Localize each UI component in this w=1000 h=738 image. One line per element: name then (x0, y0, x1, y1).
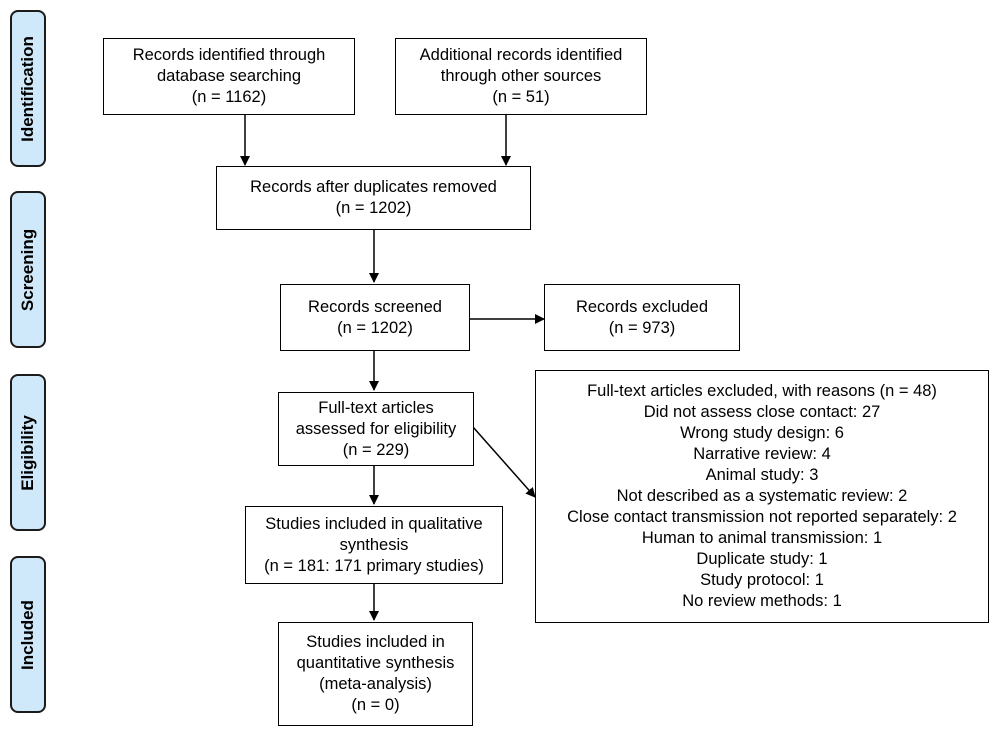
box-line: Not described as a systematic review: 2 (616, 487, 908, 505)
box-line: Full-text articles (318, 398, 434, 417)
box-database-records: Records identified through database sear… (103, 38, 355, 115)
box-line: (n = 1162) (191, 88, 267, 106)
box-qualitative-synthesis: Studies included in qualitative synthesi… (245, 506, 503, 584)
box-quantitative-synthesis: Studies included in quantitative synthes… (278, 622, 473, 726)
box-full-text-excluded: Full-text articles excluded, with reason… (535, 370, 989, 623)
box-line: Studies included in (306, 633, 445, 651)
phase-identification: Identification (10, 10, 46, 167)
box-line: (n = 1202) (337, 318, 413, 337)
box-full-text-assessed: Full-text articles assessed for eligibil… (278, 392, 474, 466)
box-line: Records screened (308, 297, 442, 316)
box-records-excluded: Records excluded (n = 973) (544, 284, 740, 351)
box-line: (n = 229) (342, 440, 410, 459)
box-line: (n = 1202) (335, 199, 412, 217)
box-line: assessed for eligibility (295, 419, 457, 438)
box-line: synthesis (339, 535, 409, 554)
box-line: Records identified through (132, 46, 326, 64)
box-line: database searching (156, 67, 302, 85)
box-line: Human to animal transmission: 1 (641, 529, 883, 547)
box-duplicates-removed: Records after duplicates removed (n = 12… (216, 166, 531, 230)
phase-screening: Screening (10, 191, 46, 348)
box-line: (meta-analysis) (319, 675, 432, 693)
box-line: Narrative review: 4 (693, 445, 831, 463)
box-records-screened: Records screened (n = 1202) (280, 284, 470, 351)
box-line: (n = 0) (351, 696, 400, 714)
box-line: quantitative synthesis (296, 654, 455, 672)
arrow-fulltext-to-fulltext-excluded (472, 426, 536, 498)
box-line: Wrong study design: 6 (680, 424, 844, 442)
box-line: Full-text articles excluded, with reason… (587, 382, 937, 400)
box-line: (n = 973) (608, 318, 676, 337)
box-line: Study protocol: 1 (700, 571, 824, 589)
phase-included: Included (10, 556, 46, 713)
phase-eligibility: Eligibility (10, 374, 46, 531)
box-line: Additional records identified (419, 46, 623, 64)
box-line: through other sources (440, 67, 602, 85)
box-line: Close contact transmission not reported … (567, 508, 957, 526)
box-line: Animal study: 3 (705, 466, 819, 484)
box-line: Records excluded (575, 297, 709, 316)
box-line: (n = 51) (492, 88, 550, 106)
box-line: Duplicate study: 1 (696, 550, 828, 568)
box-line: Did not assess close contact: 27 (643, 403, 881, 421)
box-line: Studies included in qualitative (265, 514, 483, 533)
box-other-sources: Additional records identified through ot… (395, 38, 647, 115)
box-line: Records after duplicates removed (250, 178, 497, 196)
box-line: (n = 181: 171 primary studies) (264, 556, 484, 575)
box-line: No review methods: 1 (682, 592, 842, 610)
